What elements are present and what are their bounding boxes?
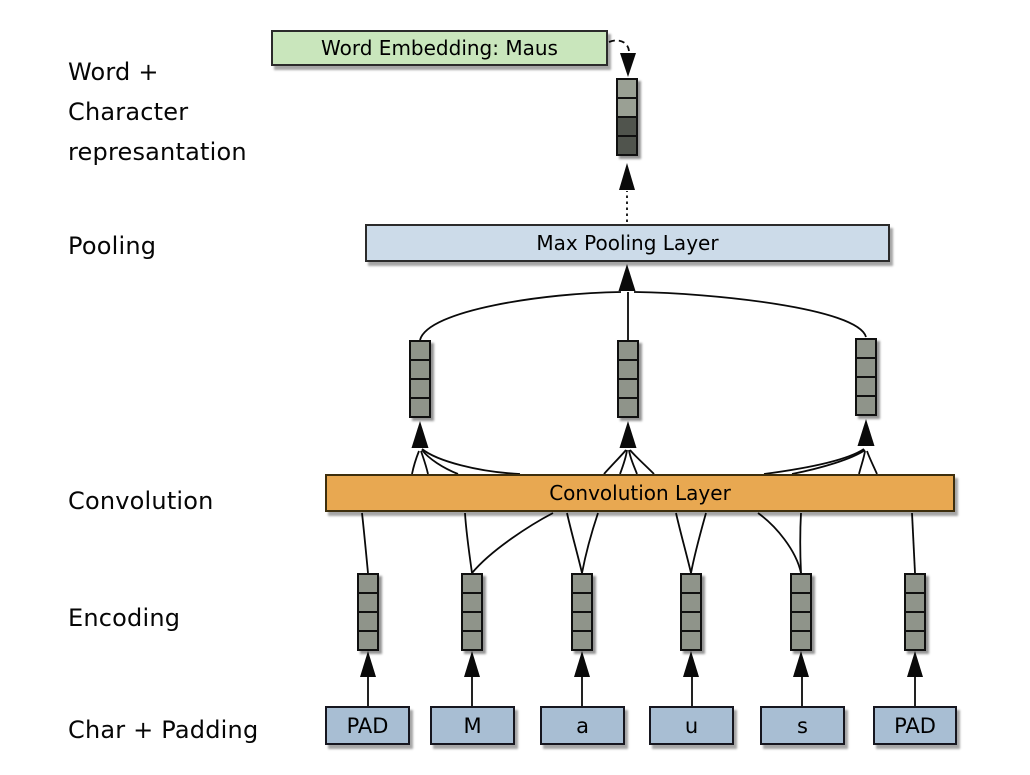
word-embedding-label: Word Embedding: Maus bbox=[321, 36, 558, 60]
stage-label-char-padding: Char + Padding bbox=[68, 716, 259, 744]
vector-cell bbox=[616, 116, 638, 137]
conv-to-pooled-fan-left bbox=[411, 448, 521, 475]
encoding-vector-6 bbox=[904, 573, 926, 651]
encoding-vector-3 bbox=[571, 573, 593, 651]
char-box-pad-left: PAD bbox=[325, 706, 410, 745]
convolution-layer-box: Convolution Layer bbox=[325, 474, 955, 512]
vector-cell bbox=[571, 592, 593, 613]
char-label: u bbox=[684, 713, 699, 738]
vector-cell bbox=[571, 611, 593, 632]
vector-cell bbox=[409, 397, 431, 418]
vector-cell bbox=[461, 630, 483, 651]
vector-cell bbox=[617, 340, 639, 361]
stage-label-line: represantation bbox=[68, 138, 247, 166]
vector-cell bbox=[904, 592, 926, 613]
encoding-vector-5 bbox=[790, 573, 812, 651]
char-box-u: u bbox=[649, 706, 734, 745]
word-representation-vector bbox=[616, 78, 638, 156]
char-to-encoding-lines bbox=[367, 675, 916, 706]
stage-label-convolution: Convolution bbox=[68, 487, 214, 515]
conv-feature-vector-3 bbox=[855, 338, 877, 416]
convolution-label: Convolution Layer bbox=[549, 481, 731, 505]
conv-feature-vector-2 bbox=[617, 340, 639, 418]
char-label: s bbox=[797, 713, 808, 738]
vector-cell bbox=[680, 630, 702, 651]
vector-cell bbox=[617, 359, 639, 380]
conv-feature-vector-1 bbox=[409, 340, 431, 418]
vector-cell bbox=[790, 630, 812, 651]
vector-cell bbox=[617, 378, 639, 399]
stage-label-word-char-representation: Word + Character represantation bbox=[68, 52, 247, 172]
vector-cell bbox=[616, 78, 638, 99]
vector-cell bbox=[357, 592, 379, 613]
encoding-vector-2 bbox=[461, 573, 483, 651]
vector-cell bbox=[855, 338, 877, 359]
vector-cell bbox=[617, 397, 639, 418]
vector-cell bbox=[680, 611, 702, 632]
encoding-vector-4 bbox=[680, 573, 702, 651]
embedding-to-vector-dashed-arrow bbox=[608, 39, 630, 52]
max-pooling-layer-box: Max Pooling Layer bbox=[365, 224, 890, 262]
char-label: PAD bbox=[346, 713, 389, 738]
max-pooling-label: Max Pooling Layer bbox=[536, 231, 719, 255]
stage-label-line: Character bbox=[68, 98, 189, 126]
encoding-to-conv-lines bbox=[361, 512, 916, 574]
word-embedding-box: Word Embedding: Maus bbox=[271, 30, 608, 66]
char-label: a bbox=[576, 713, 589, 738]
char-label: M bbox=[463, 713, 482, 738]
vector-cell bbox=[904, 573, 926, 594]
vector-cell bbox=[571, 573, 593, 594]
conv-to-pooled-fan-middle bbox=[603, 449, 655, 475]
pooled-to-pooling-curves bbox=[419, 291, 867, 341]
vector-cell bbox=[855, 376, 877, 397]
vector-cell bbox=[571, 630, 593, 651]
vector-cell bbox=[357, 611, 379, 632]
vector-cell bbox=[616, 97, 638, 118]
vector-cell bbox=[616, 135, 638, 156]
char-box-pad-right: PAD bbox=[873, 706, 957, 745]
vector-cell bbox=[790, 573, 812, 594]
conv-to-pooled-fan-right bbox=[763, 448, 878, 475]
vector-cell bbox=[680, 573, 702, 594]
vector-cell bbox=[904, 630, 926, 651]
encoding-vector-1 bbox=[357, 573, 379, 651]
vector-cell bbox=[357, 573, 379, 594]
vector-cell bbox=[904, 611, 926, 632]
arrowheads bbox=[360, 53, 923, 677]
vector-cell bbox=[409, 378, 431, 399]
stage-label-pooling: Pooling bbox=[68, 232, 157, 260]
stage-label-encoding: Encoding bbox=[68, 604, 181, 632]
arrowhead-down-word-vector bbox=[620, 53, 636, 77]
vector-cell bbox=[855, 357, 877, 378]
char-box-m: M bbox=[430, 706, 515, 745]
stage-label-line: Word + bbox=[68, 58, 159, 86]
char-box-a: a bbox=[540, 706, 625, 745]
char-box-s: s bbox=[760, 706, 845, 745]
vector-cell bbox=[409, 359, 431, 380]
vector-cell bbox=[790, 611, 812, 632]
vector-cell bbox=[409, 340, 431, 361]
vector-cell bbox=[357, 630, 379, 651]
vector-cell bbox=[461, 573, 483, 594]
vector-cell bbox=[680, 592, 702, 613]
vector-cell bbox=[855, 395, 877, 416]
vector-cell bbox=[461, 592, 483, 613]
vector-cell bbox=[790, 592, 812, 613]
char-label: PAD bbox=[894, 713, 936, 738]
vector-cell bbox=[461, 611, 483, 632]
